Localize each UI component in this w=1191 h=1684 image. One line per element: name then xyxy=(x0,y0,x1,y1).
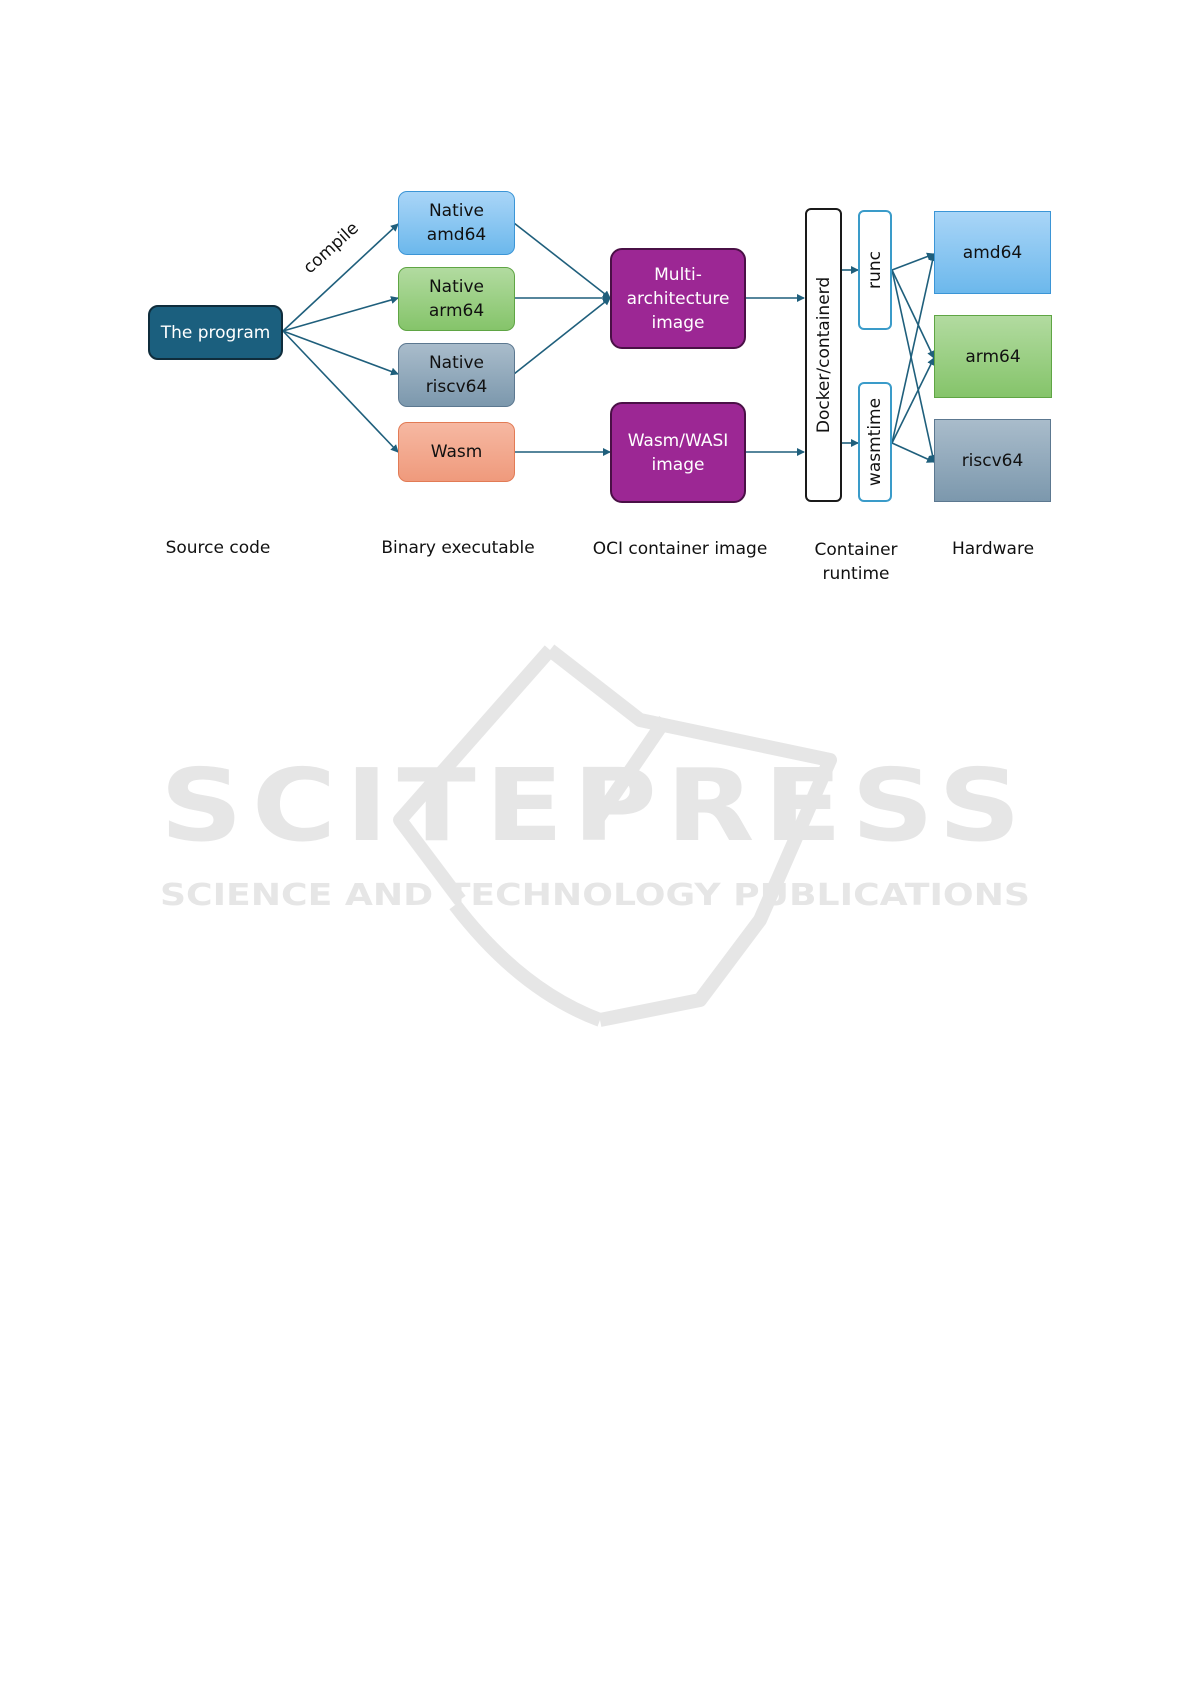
wasmtime-label: wasmtime xyxy=(863,398,887,486)
edge-program-riscv64 xyxy=(283,331,398,374)
hardware-riscv64-node: riscv64 xyxy=(934,419,1051,502)
binary-arm64-node: Native arm64 xyxy=(398,267,515,331)
runc-node: runc xyxy=(858,210,892,330)
column-label-oci: OCI container image xyxy=(580,537,780,561)
docker-containerd-label: Docker/containerd xyxy=(812,277,836,433)
wasmtime-node: wasmtime xyxy=(858,382,892,502)
edge-program-wasm xyxy=(283,331,398,452)
column-label-hardware: Hardware xyxy=(932,537,1054,561)
runc-label: runc xyxy=(863,251,887,289)
binary-wasm-node: Wasm xyxy=(398,422,515,482)
docker-containerd-node: Docker/containerd xyxy=(805,208,842,502)
hardware-amd64-node: amd64 xyxy=(934,211,1051,294)
column-label-source: Source code xyxy=(138,536,298,560)
binary-amd64-node: Native amd64 xyxy=(398,191,515,255)
binary-riscv64-node: Native riscv64 xyxy=(398,343,515,407)
multi-arch-image-node: Multi- architecture image xyxy=(610,248,746,349)
edge-wasmtime-riscv64 xyxy=(892,443,934,462)
hardware-arm64-node: arm64 xyxy=(934,315,1052,398)
edge-amd64-multi xyxy=(514,223,610,298)
program-node: The program xyxy=(148,305,283,360)
edge-riscv64-multi xyxy=(514,298,610,374)
edge-runc-riscv64 xyxy=(892,270,934,462)
wasm-wasi-image-node: Wasm/WASI image xyxy=(610,402,746,503)
column-label-binary: Binary executable xyxy=(368,536,548,560)
edge-runc-amd64 xyxy=(892,254,934,270)
column-label-runtime: Container runtime xyxy=(790,538,922,586)
